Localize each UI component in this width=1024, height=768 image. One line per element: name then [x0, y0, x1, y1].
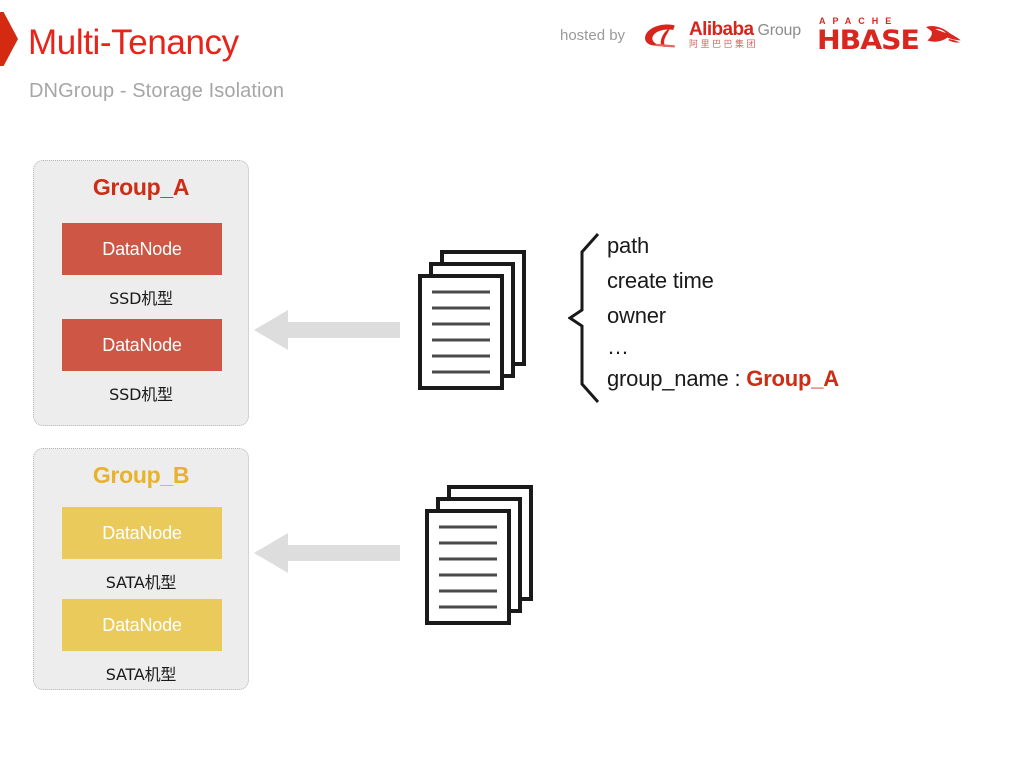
group-a-title: Group_A: [92, 174, 190, 200]
alibaba-wordmark: Alibaba Group 阿里巴巴集团: [689, 20, 801, 50]
group-b-datanode-1[interactable]: DataNode: [62, 507, 222, 559]
hbase-apache-label: APACHE: [818, 15, 899, 26]
group-b-hardware-label-1: SATA机型: [105, 573, 177, 592]
page-title: Multi-Tenancy: [28, 23, 239, 62]
group-b-datanode-2-label: DataNode: [102, 614, 182, 635]
group-a-datanode-1-label: DataNode: [102, 238, 182, 259]
alibaba-mark-icon: [645, 24, 675, 48]
group-b-datanode-1-label: DataNode: [102, 522, 182, 543]
red-chevron-accent-icon: [0, 12, 18, 66]
hosted-by-label: hosted by: [560, 26, 626, 44]
attribute-group-name-value: Group_A: [746, 366, 839, 391]
attribute-group-name: group_name : Group_A: [607, 361, 1007, 396]
attribute-path: path: [607, 233, 650, 258]
group-b-datanode-2[interactable]: DataNode: [62, 599, 222, 651]
hosted-by-block: hosted by Alibaba Group 阿里巴巴集团 APACHE HB…: [560, 14, 962, 56]
apache-hbase-logo: APACHE HBASE: [817, 15, 962, 54]
orca-whale-icon: [925, 25, 961, 43]
alibaba-name: Alibaba: [689, 19, 754, 40]
group-b-container[interactable]: Group_B DataNode SATA机型 DataNode SATA机型: [33, 448, 249, 690]
group-a-datanode-2[interactable]: DataNode: [62, 319, 222, 371]
group-b-hardware-label-2: SATA机型: [105, 665, 177, 684]
alibaba-group-word: Group: [757, 22, 801, 39]
attribute-group-name-key: group_name :: [607, 366, 747, 391]
document-stack-group-a-icon: [418, 250, 526, 390]
document-stack-group-b-icon: [425, 485, 533, 625]
flow-arrow-to-group-b-icon: [254, 533, 400, 573]
attribute-owner: owner: [607, 303, 666, 328]
page-subtitle: DNGroup - Storage Isolation: [29, 80, 285, 102]
attribute-ellipsis: …: [607, 334, 629, 359]
file-attribute-list: path create time owner … group_name : Gr…: [607, 228, 1007, 396]
slide-header: Multi-Tenancy DNGroup - Storage Isolatio…: [0, 0, 1024, 120]
hbase-name-label: HBASE: [816, 24, 920, 56]
group-a-container[interactable]: Group_A DataNode SSD机型 DataNode SSD机型: [33, 160, 249, 426]
flow-arrow-to-group-a-icon: [254, 310, 400, 350]
group-b-title: Group_B: [92, 462, 190, 488]
group-a-hardware-label-1: SSD机型: [109, 289, 173, 308]
group-a-datanode-1[interactable]: DataNode: [62, 223, 222, 275]
attribute-create-time: create time: [607, 268, 714, 293]
alibaba-chinese-name: 阿里巴巴集团: [689, 40, 759, 50]
group-a-hardware-label-2: SSD机型: [109, 385, 173, 404]
curly-brace-icon: [568, 233, 600, 403]
alibaba-group-logo: Alibaba Group 阿里巴巴集团: [641, 20, 801, 50]
group-a-datanode-2-label: DataNode: [102, 334, 182, 355]
hbase-wordmark: APACHE HBASE: [817, 15, 920, 54]
